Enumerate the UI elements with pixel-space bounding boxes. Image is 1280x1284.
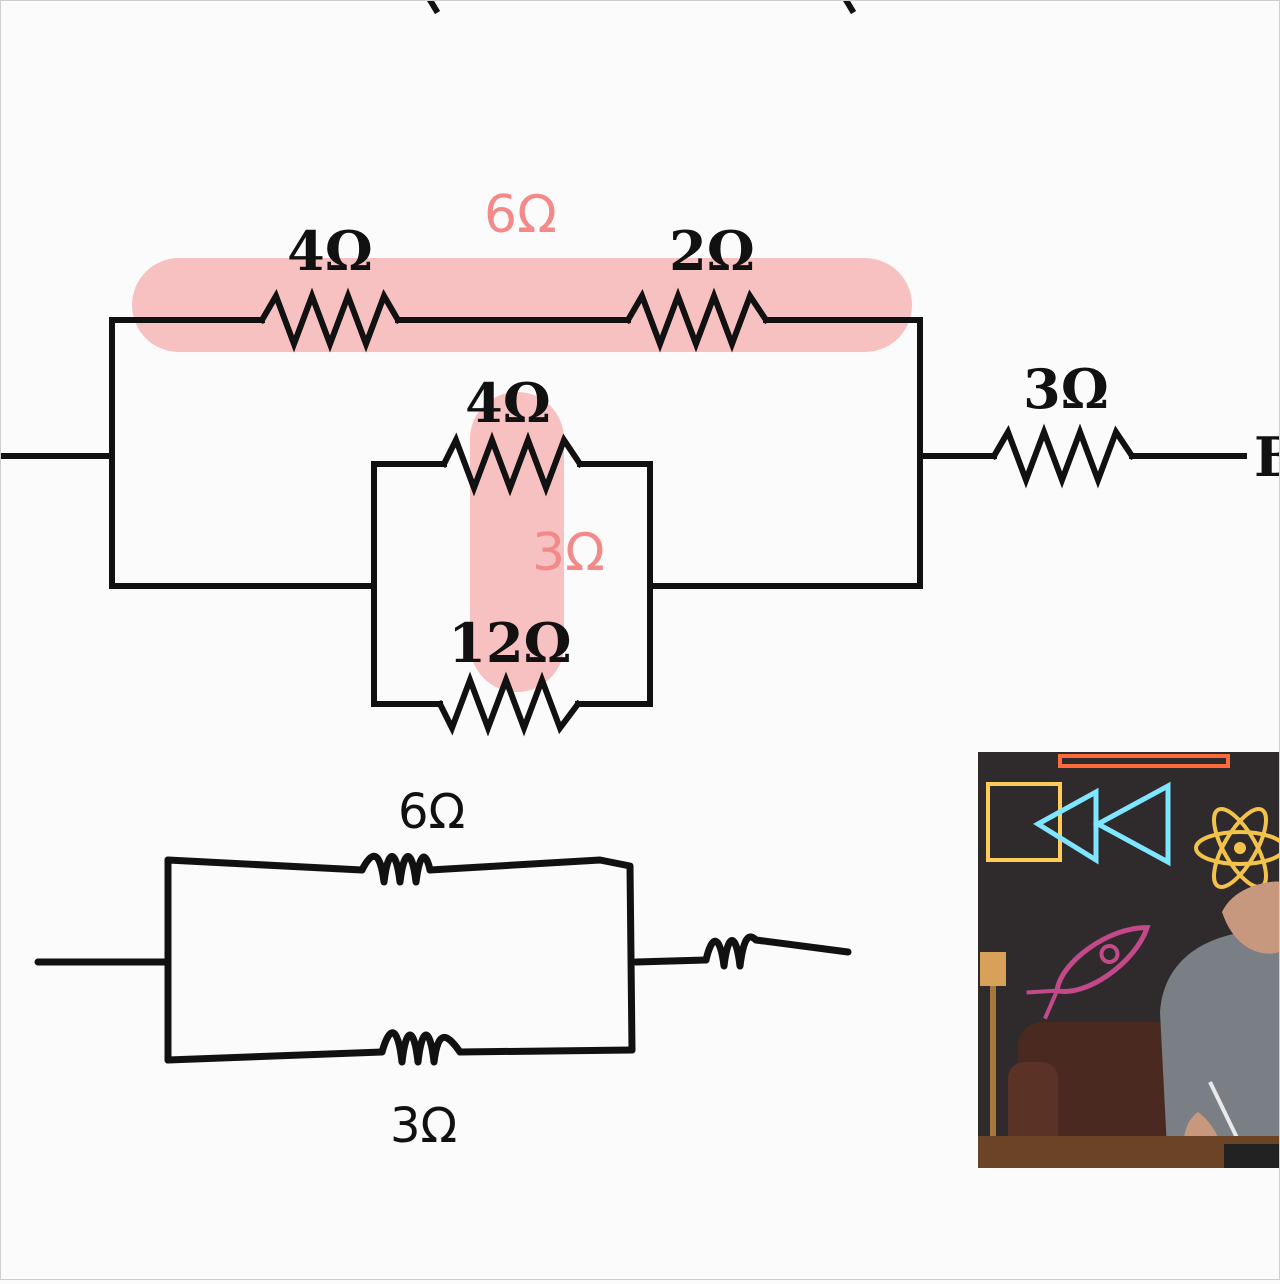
rewind-neon-icon [1033, 781, 1171, 867]
neon-sign-top [1058, 754, 1230, 768]
lamp-shade [980, 952, 1006, 986]
resistor-inner-top [439, 431, 585, 497]
simplified-lower-wire-a [164, 1048, 386, 1064]
square-neon-icon [986, 782, 1062, 862]
person-head [1222, 881, 1280, 954]
simplified-circuit: 6Ω 3Ω [34, 784, 852, 1154]
resistor-top-left [257, 287, 403, 353]
webcam-overlay [978, 752, 1280, 1168]
annotation-parallel-equivalent: 3Ω [532, 523, 605, 583]
label-simplified-lower: 3Ω [390, 1098, 457, 1154]
label-output-resistor: 3Ω [1023, 357, 1109, 421]
label-simplified-upper: 6Ω [398, 784, 465, 840]
simplified-output-wire-b [752, 936, 852, 956]
series-highlight [132, 258, 912, 352]
label-top-right-resistor: 2Ω [669, 219, 755, 283]
rocket-neon-icon [1026, 925, 1151, 1020]
label-right-edge-cut: B [1254, 425, 1280, 489]
top-cut-mark-left [426, 0, 441, 15]
person-torso [1160, 929, 1280, 1168]
top-wire-c [763, 317, 923, 589]
lamp-stand [990, 986, 996, 1136]
simplified-upper-wire-b [426, 856, 636, 1054]
resistor-simplified-output [702, 933, 760, 970]
tablet [1224, 1144, 1280, 1168]
stylus-icon [1208, 1081, 1242, 1145]
simplified-output-wire-a [632, 956, 710, 966]
simplified-upper-wire-a [164, 856, 366, 874]
resistor-simplified-lower [378, 1029, 464, 1066]
resistor-top-right [623, 287, 771, 353]
label-inner-top-resistor: 4Ω [465, 371, 551, 435]
resistor-output [989, 423, 1137, 489]
top-cut-mark-right [842, 0, 857, 15]
label-inner-bottom-resistor: 12Ω [448, 611, 571, 675]
resistor-simplified-upper [358, 853, 434, 886]
annotation-series-equivalent: 6Ω [484, 185, 557, 245]
simplified-lower-wire-b [456, 1046, 636, 1056]
resistor-inner-bottom [435, 671, 583, 737]
label-top-left-resistor: 4Ω [287, 219, 373, 283]
original-circuit: 4Ω 2Ω 4Ω 12Ω 3Ω B [0, 219, 1280, 737]
webcam-scene [978, 752, 1280, 1168]
sofa-arm [1008, 1062, 1058, 1152]
